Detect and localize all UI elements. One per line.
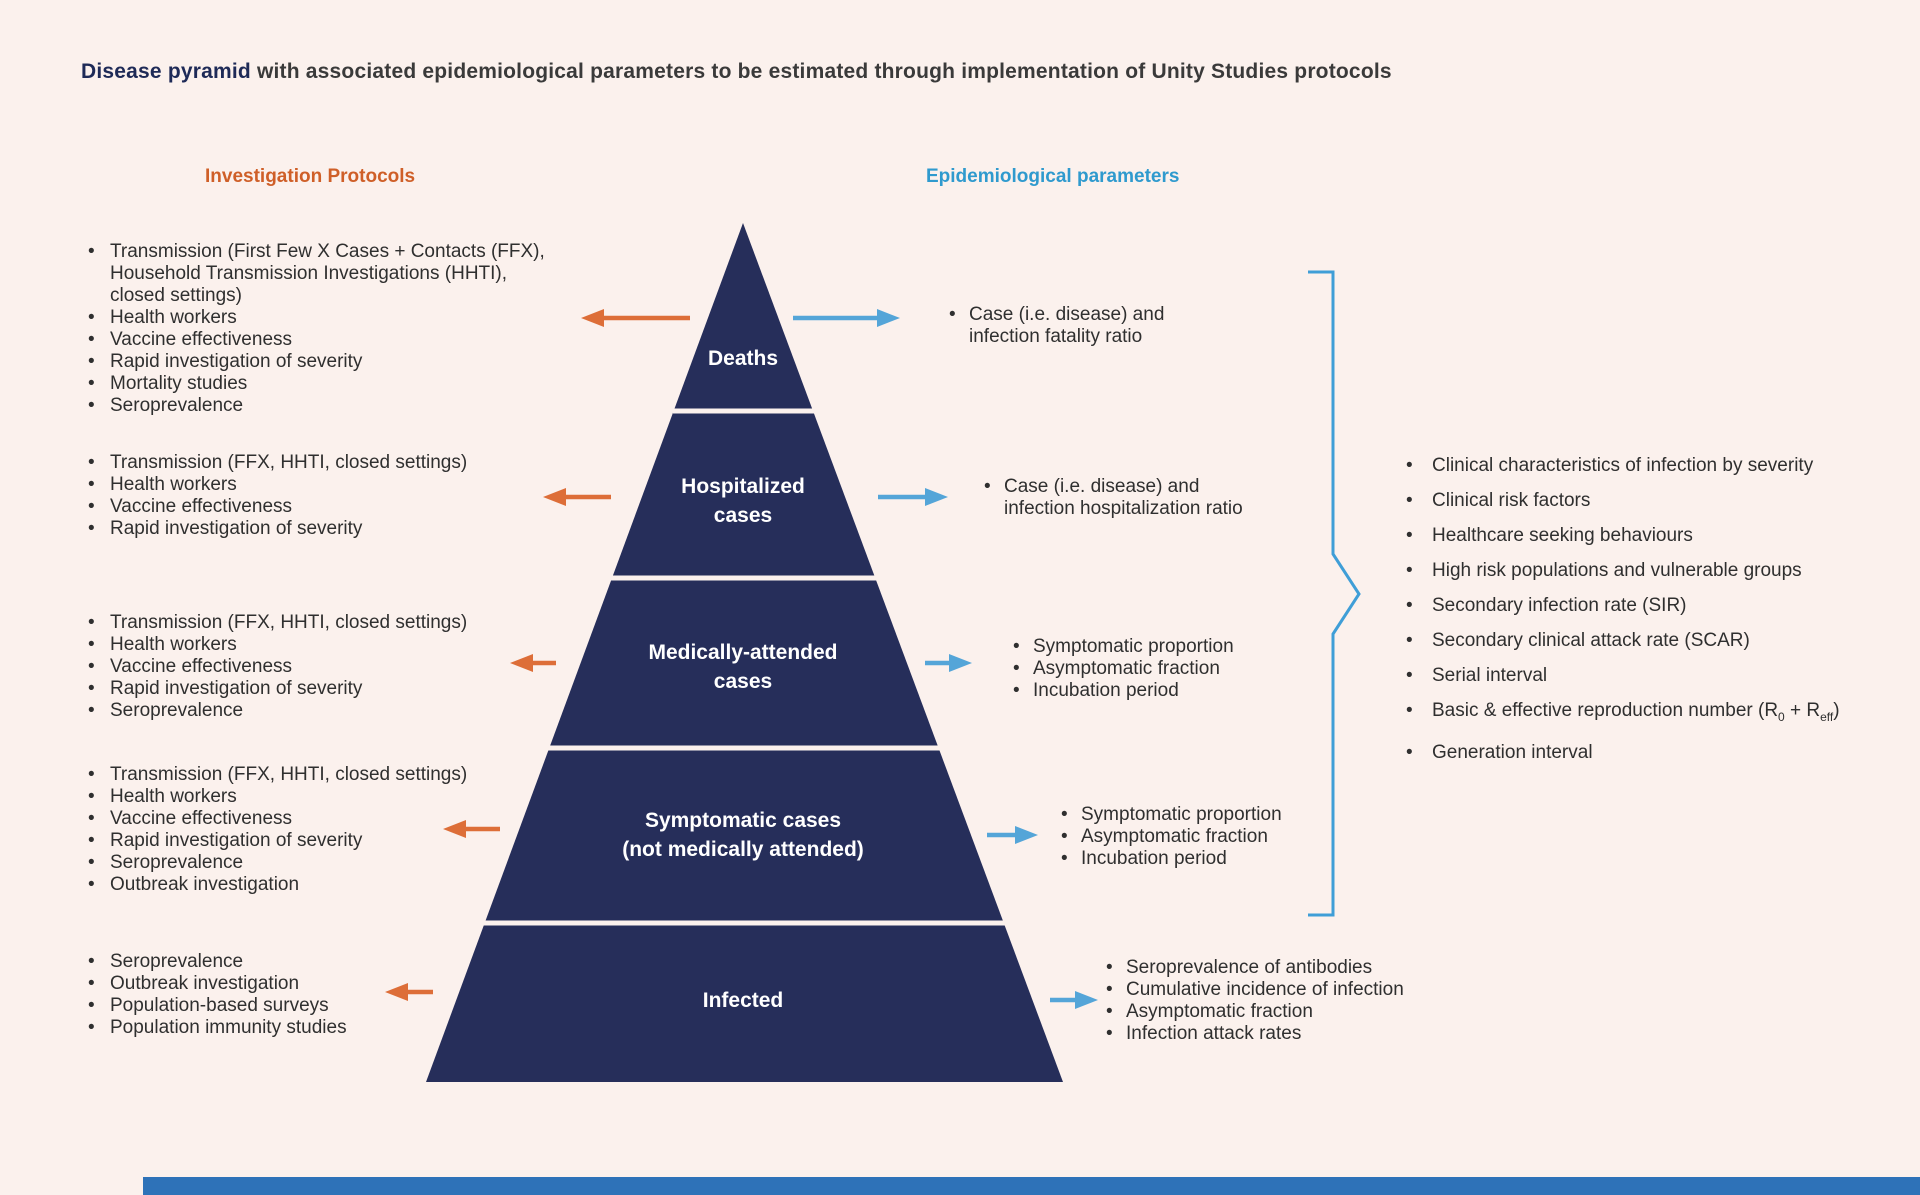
- list-item: Seroprevalence of antibodies: [1100, 957, 1430, 979]
- pyramid-shape: [426, 223, 1063, 1082]
- right-arrow-icon: [878, 488, 948, 506]
- epidemiological-parameters-deaths-list: Case (i.e. disease) and infection fatali…: [943, 304, 1243, 348]
- list-item: Outbreak investigation: [82, 874, 552, 896]
- investigation-protocols-heading: Investigation Protocols: [205, 166, 416, 187]
- list-item: Symptomatic proportion: [1007, 636, 1307, 658]
- list-item: Incubation period: [1007, 680, 1307, 702]
- list-item: Asymptomatic fraction: [1100, 1001, 1430, 1023]
- left-arrow-icon: [581, 309, 690, 327]
- list-item: Secondary clinical attack rate (SCAR): [1398, 623, 1898, 658]
- epidemiological-parameters-infected-list: Seroprevalence of antibodiesCumulative i…: [1100, 957, 1430, 1045]
- list-item: Vaccine effectiveness: [82, 329, 552, 351]
- list-item: Rapid investigation of severity: [82, 678, 552, 700]
- investigation-protocols-deaths-list: Transmission (First Few X Cases + Contac…: [82, 241, 552, 417]
- brace-icon: [1308, 270, 1361, 917]
- list-item: Transmission (FFX, HHTI, closed settings…: [82, 452, 552, 474]
- left-arrow-icon: [543, 488, 611, 506]
- pyramid-level-label-deaths: Deaths: [707, 347, 779, 370]
- general-parameters-list: Clinical characteristics of infection by…: [1398, 448, 1898, 770]
- list-item: Cumulative incidence of infection: [1100, 979, 1430, 1001]
- list-item: Case (i.e. disease) and infection fatali…: [943, 304, 1243, 348]
- list-item: Serial interval: [1398, 658, 1898, 693]
- right-arrow-icon: [1050, 991, 1098, 1009]
- list-item: Rapid investigation of severity: [82, 518, 552, 540]
- list-item: Population-based surveys: [82, 995, 552, 1017]
- investigation-protocols-symptomatic-list: Transmission (FFX, HHTI, closed settings…: [82, 764, 552, 896]
- list-item: Asymptomatic fraction: [1007, 658, 1307, 680]
- list-item: Transmission (FFX, HHTI, closed settings…: [82, 764, 552, 786]
- list-item: Outbreak investigation: [82, 973, 552, 995]
- right-arrow-icon: [987, 826, 1038, 844]
- list-item: Healthcare seeking behaviours: [1398, 518, 1898, 553]
- list-item: Basic & effective reproduction number (R…: [1398, 693, 1898, 735]
- list-item: Health workers: [82, 307, 552, 329]
- list-item: Incubation period: [1055, 848, 1355, 870]
- list-item: Transmission (First Few X Cases + Contac…: [82, 241, 552, 307]
- list-item: Vaccine effectiveness: [82, 808, 552, 830]
- pyramid-level-label-medically-attended: Medically-attended cases: [648, 641, 838, 693]
- epidemiological-parameters-hospitalized-list: Case (i.e. disease) and infection hospit…: [978, 476, 1298, 520]
- list-item: Seroprevalence: [82, 395, 552, 417]
- investigation-protocols-hospitalized-list: Transmission (FFX, HHTI, closed settings…: [82, 452, 552, 540]
- list-item: Rapid investigation of severity: [82, 351, 552, 373]
- list-item: Population immunity studies: [82, 1017, 552, 1039]
- list-item: Clinical risk factors: [1398, 483, 1898, 518]
- list-item: Rapid investigation of severity: [82, 830, 552, 852]
- list-item: Asymptomatic fraction: [1055, 826, 1355, 848]
- pyramid-level-label-hospitalized: Hospitalized cases: [681, 475, 805, 527]
- pyramid-level-label-symptomatic: Symptomatic cases (not medically attende…: [622, 809, 864, 861]
- list-item: Transmission (FFX, HHTI, closed settings…: [82, 612, 552, 634]
- list-item: Mortality studies: [82, 373, 552, 395]
- investigation-protocols-medically-attended-list: Transmission (FFX, HHTI, closed settings…: [82, 612, 552, 722]
- list-item: Health workers: [82, 474, 552, 496]
- list-item: High risk populations and vulnerable gro…: [1398, 553, 1898, 588]
- list-item: Health workers: [82, 634, 552, 656]
- list-item: Infection attack rates: [1100, 1023, 1430, 1045]
- list-item: Health workers: [82, 786, 552, 808]
- list-item: Case (i.e. disease) and infection hospit…: [978, 476, 1298, 520]
- list-item: Seroprevalence: [82, 700, 552, 722]
- right-arrow-icon: [925, 654, 972, 672]
- epidemiological-parameters-heading: Epidemiological parameters: [926, 166, 1180, 187]
- right-arrow-icon: [793, 309, 900, 327]
- list-item: Vaccine effectiveness: [82, 656, 552, 678]
- title-highlight: Disease pyramid: [81, 60, 251, 83]
- list-item: Seroprevalence: [82, 951, 552, 973]
- title-rest: with associated epidemiological paramete…: [250, 60, 1392, 83]
- list-item: Generation interval: [1398, 735, 1898, 770]
- list-item: Vaccine effectiveness: [82, 496, 552, 518]
- list-item: Clinical characteristics of infection by…: [1398, 448, 1898, 483]
- epidemiological-parameters-medically-attended-list: Symptomatic proportionAsymptomatic fract…: [1007, 636, 1307, 702]
- footer-accent-bar: [143, 1177, 1920, 1195]
- list-item: Seroprevalence: [82, 852, 552, 874]
- investigation-protocols-infected-list: SeroprevalenceOutbreak investigationPopu…: [82, 951, 552, 1039]
- list-item: Secondary infection rate (SIR): [1398, 588, 1898, 623]
- page-title: Disease pyramid with associated epidemio…: [81, 60, 1392, 84]
- epidemiological-parameters-symptomatic-list: Symptomatic proportionAsymptomatic fract…: [1055, 804, 1355, 870]
- list-item: Symptomatic proportion: [1055, 804, 1355, 826]
- pyramid-level-label-infected: Infected: [702, 989, 784, 1012]
